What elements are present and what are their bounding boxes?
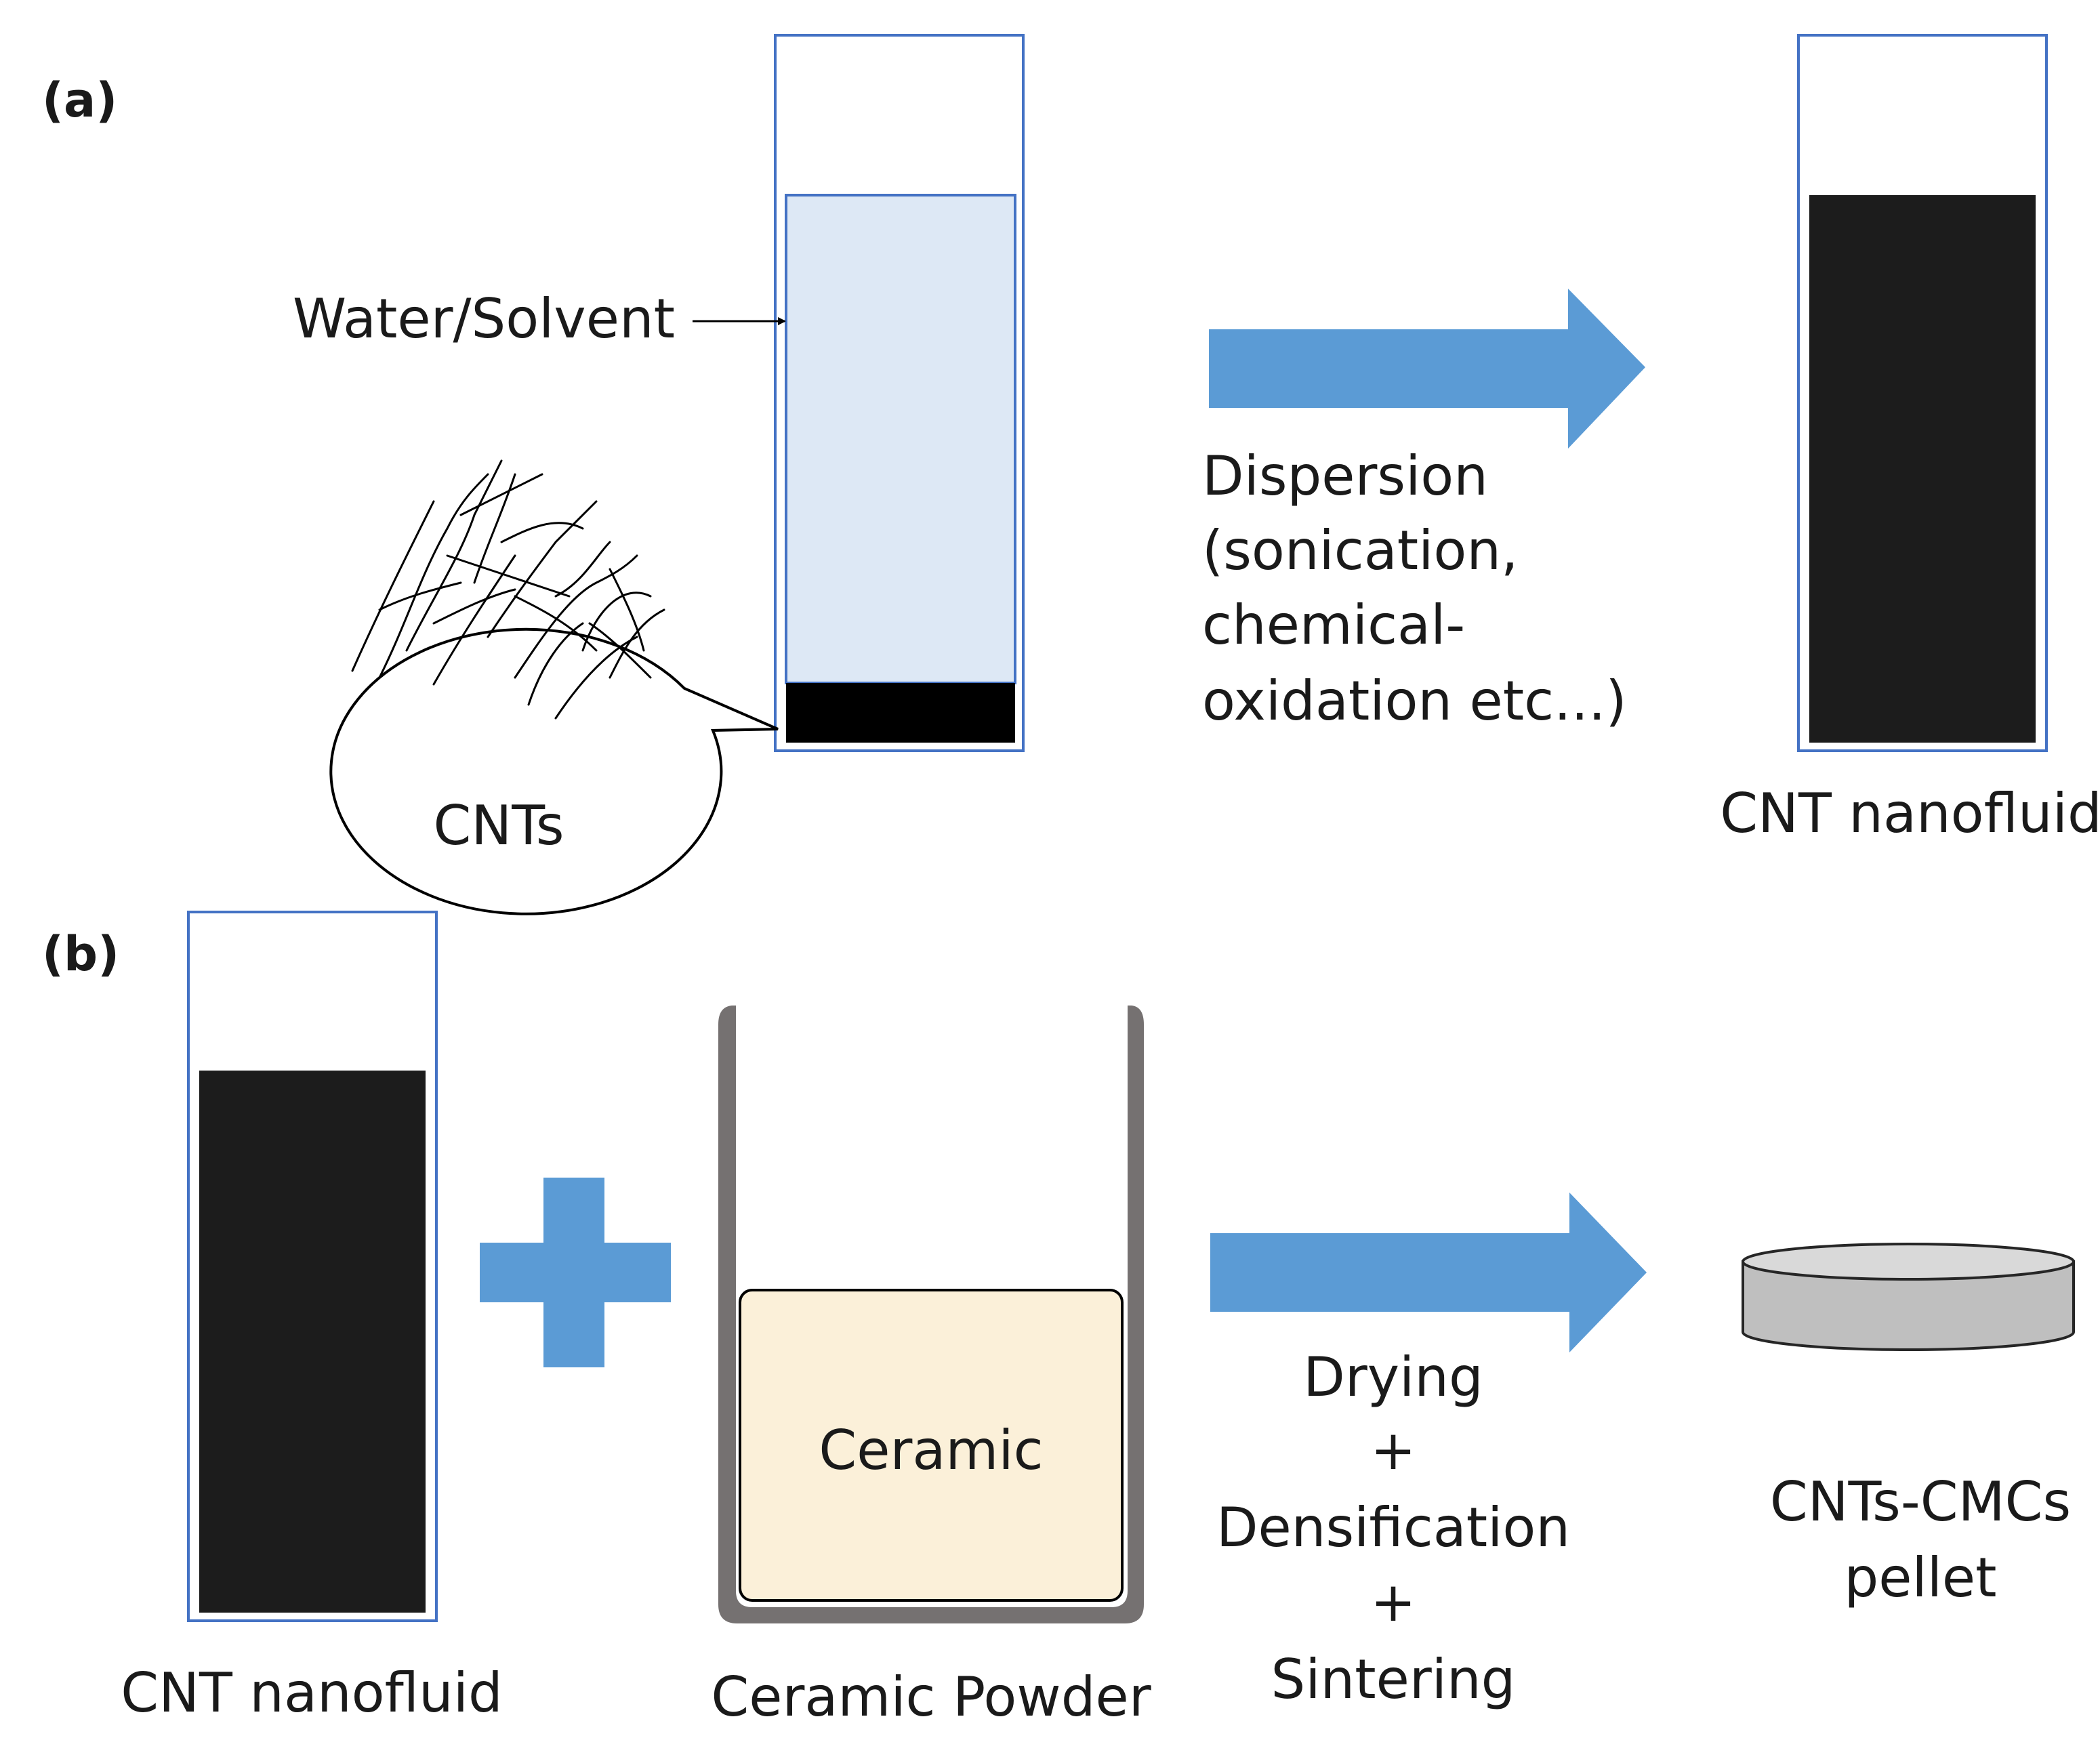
solvent-vial: [774, 34, 1025, 752]
dispersion-line-1: Dispersion: [1202, 444, 1488, 508]
dispersion-arrow: [1209, 289, 1645, 449]
processing-step-5: Sintering: [1271, 1648, 1516, 1711]
nanofluid-label-b: CNT nanofluid: [121, 1661, 502, 1724]
dispersion-line-2: (sonication,: [1202, 519, 1518, 582]
plus-icon: [480, 1178, 671, 1367]
nanofluid-vial-b: [187, 911, 438, 1622]
crucible: [718, 1006, 1144, 1623]
dispersion-process-text: Dispersion (sonication, chemical- oxidat…: [1202, 444, 1627, 732]
dispersion-line-4: oxidation etc...): [1202, 669, 1627, 732]
panel-a-label: (a): [42, 72, 117, 128]
processing-step-3: Densification: [1216, 1496, 1570, 1559]
processing-steps-text: Drying + Densification + Sintering: [1216, 1346, 1570, 1711]
ceramic-powder-block: [739, 1289, 1124, 1602]
ceramic-inner-label: Ceramic: [819, 1419, 1043, 1482]
processing-step-2: +: [1370, 1419, 1416, 1482]
solvent-label: Water/Solvent: [293, 287, 675, 350]
cnt-strands-icon: [351, 459, 665, 720]
pellet-icon: [1742, 1243, 2075, 1351]
pellet-label-line-1: CNTs-CMCs: [1770, 1470, 2071, 1533]
nanofluid-label-a: CNT nanofluid: [1720, 782, 2100, 845]
panel-b-label: (b): [42, 926, 119, 982]
nanofluid-vial-a: [1797, 34, 2048, 752]
pellet-label-line-2: pellet: [1844, 1546, 1996, 1609]
ceramic-powder-label: Ceramic Powder: [711, 1665, 1151, 1728]
dispersion-line-3: chemical-: [1202, 594, 1465, 657]
nanofluid-liquid-b: [199, 1071, 426, 1613]
processing-step-4: +: [1370, 1571, 1416, 1634]
nanofluid-liquid-a: [1809, 195, 2036, 743]
processing-arrow: [1210, 1193, 1647, 1352]
cnt-bubble: [329, 459, 779, 915]
solvent-liquid: [785, 194, 1016, 684]
cnts-label: CNTs: [433, 794, 564, 857]
cnt-sediment: [786, 683, 1015, 743]
processing-step-1: Drying: [1303, 1346, 1483, 1409]
